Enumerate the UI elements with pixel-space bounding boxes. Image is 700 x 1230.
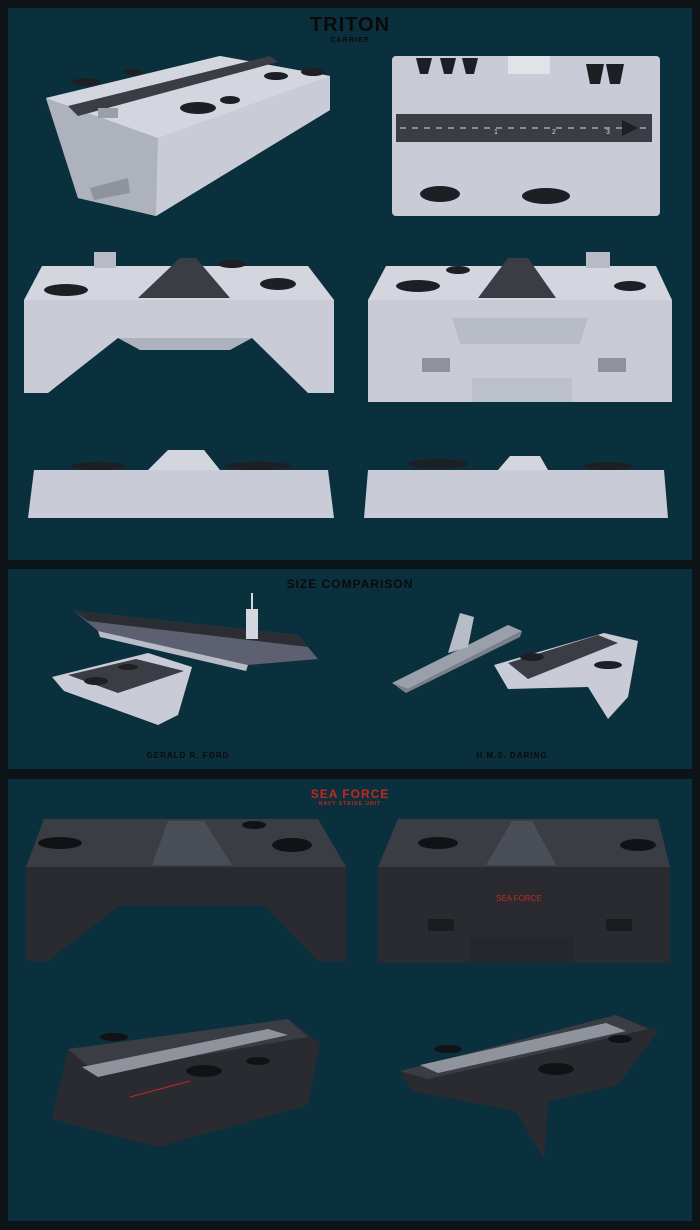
hull-marking: SEA FORCE <box>496 894 542 903</box>
gerald-r-ford-model <box>74 593 318 671</box>
panel-title: SEA FORCE <box>310 787 390 801</box>
carrier-front-view <box>24 252 334 393</box>
carrier-top-view <box>392 56 660 216</box>
triton-carrier-panel: TRITON CARRIER <box>8 8 692 560</box>
triton-scale-model-left <box>52 653 192 725</box>
sea-force-iso-right <box>400 1015 658 1159</box>
sea-force-renders: SEA FORCE <box>26 819 670 1159</box>
triton-scale-model-right <box>494 633 638 719</box>
sea-force-front-view <box>26 819 346 961</box>
daring-label: H.M.S. DARING <box>476 751 548 760</box>
deck-number-2: 2 <box>552 129 556 136</box>
carrier-iso-view <box>46 56 330 216</box>
size-comparison-panel: SIZE COMPARISON GERALD R. FORD H.M. <box>8 569 692 769</box>
size-comparison-renders <box>52 593 638 725</box>
sea-force-iso-left <box>52 1019 320 1147</box>
panel-subtitle: NAVY STRIKE UNIT <box>318 801 382 807</box>
hms-daring-model <box>392 613 522 693</box>
deck-number-3: 3 <box>606 129 610 136</box>
panel-title: TRITON <box>309 14 391 36</box>
carrier-side-views <box>28 450 668 518</box>
sea-force-panel: SEA FORCE NAVY STRIKE UNIT <box>8 779 692 1221</box>
deck-number-1: 1 <box>494 129 498 136</box>
ford-label: GERALD R. FORD <box>146 751 230 760</box>
triton-carrier-renders: 1 2 3 <box>24 56 672 518</box>
panel-title: SIZE COMPARISON <box>286 577 414 591</box>
sea-force-rear-view <box>378 819 670 963</box>
carrier-rear-view <box>368 252 672 402</box>
panel-subtitle: CARRIER <box>330 37 370 44</box>
